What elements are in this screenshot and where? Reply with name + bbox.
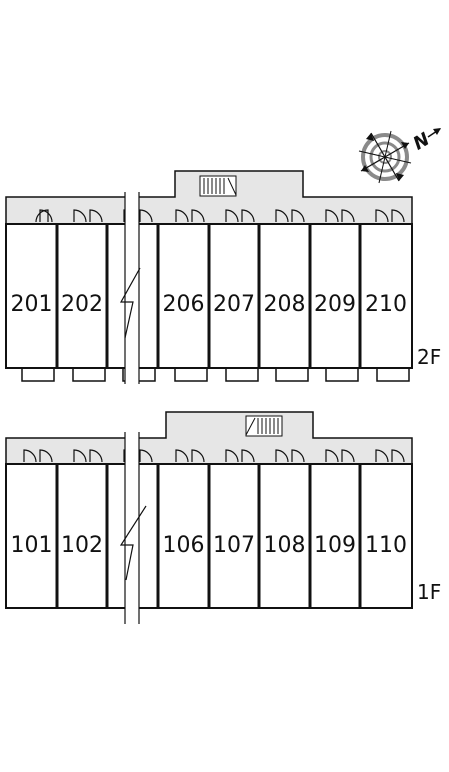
door-icons (23, 449, 405, 463)
floor-label-2f: 2F (417, 345, 441, 369)
unit-108: 108 (264, 533, 306, 558)
unit-202: 202 (61, 292, 103, 317)
floor-1f: 101 102 106 107 108 109 110 1F (5, 411, 441, 624)
balconies (21, 367, 410, 382)
unit-106: 106 (163, 533, 205, 558)
floor-label-1f: 1F (417, 580, 441, 604)
unit-110: 110 (365, 533, 407, 558)
unit-206: 206 (163, 292, 205, 317)
stairs-icon (245, 415, 283, 437)
unit-109: 109 (314, 533, 356, 558)
unit-107: 107 (213, 533, 255, 558)
unit-102: 102 (61, 533, 103, 558)
unit-201: 201 (11, 292, 53, 317)
floor-2f: 201 202 206 207 208 209 210 2F (5, 170, 441, 384)
break-line (119, 267, 141, 339)
stairs-icon (199, 175, 237, 197)
north-label: N (410, 129, 434, 155)
break-gap (125, 192, 139, 384)
unit-210: 210 (365, 292, 407, 317)
compass-icon (358, 130, 412, 184)
break-line (119, 505, 147, 581)
door-icons (35, 209, 405, 223)
unit-209: 209 (314, 292, 356, 317)
unit-208: 208 (264, 292, 306, 317)
unit-101: 101 (11, 533, 53, 558)
corridor (5, 411, 413, 465)
unit-207: 207 (213, 292, 255, 317)
